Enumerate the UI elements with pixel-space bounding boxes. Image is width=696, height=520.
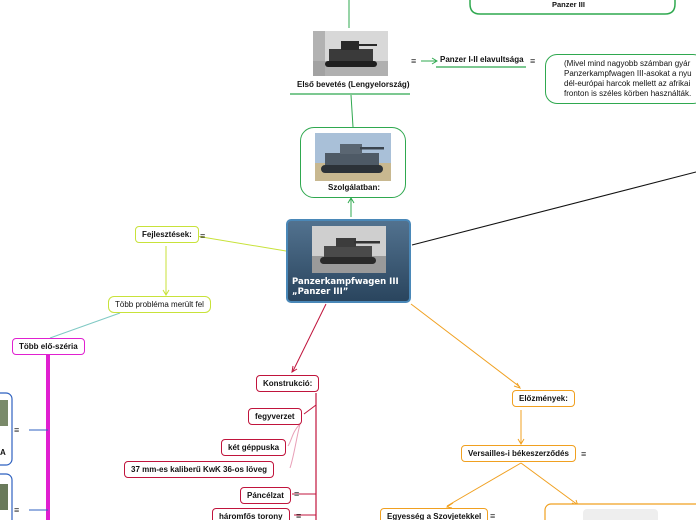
menu-icon[interactable]: ≡ <box>490 511 496 520</box>
construction-node[interactable]: Konstrukció: <box>256 375 320 392</box>
note-line: Panzerkampfwagen III-asokat a nyu <box>564 69 692 78</box>
developments-node[interactable]: Fejlesztések: <box>135 226 199 243</box>
top-node-label[interactable]: Panzer III <box>552 0 585 9</box>
construction-item[interactable]: Páncélzat <box>240 487 291 504</box>
central-title: Panzerkampfwagen III „Panzer III” <box>292 277 408 297</box>
versailles-node[interactable]: Versailles-i békeszerződés <box>461 445 576 462</box>
menu-icon[interactable]: ≡ <box>14 505 20 515</box>
in-service-photo <box>315 133 391 181</box>
note-line: dél-európai harcok mellett az afrikai <box>564 79 691 88</box>
construction-item[interactable]: fegyverzet <box>248 408 302 425</box>
central-topic[interactable]: Panzerkampfwagen III „Panzer III” <box>286 219 411 303</box>
menu-icon[interactable]: ≡ <box>14 425 20 435</box>
construction-item[interactable]: 37 mm-es kaliberű KwK 36-os löveg <box>124 461 275 478</box>
note-line: fronton is széles körben használták. <box>564 89 692 98</box>
in-service-node[interactable]: Szolgálatban: <box>300 127 406 198</box>
side-letter: A <box>0 448 6 457</box>
preseries-node[interactable]: Több elő-széria <box>12 338 85 355</box>
note-line: (Mivel mind nagyobb számban gyár <box>564 59 691 68</box>
soviet-node[interactable]: Egyesség a Szovjetekkel <box>380 508 489 520</box>
construction-item[interactable]: háromfős torony <box>212 508 290 520</box>
service-note: (Mivel mind nagyobb számban gyár Panzerk… <box>545 54 696 104</box>
history-node[interactable]: Előzmények: <box>512 390 575 407</box>
menu-icon[interactable]: ≡ <box>530 56 536 66</box>
problems-node[interactable]: Több probléma merült fel <box>108 296 211 313</box>
construction-item[interactable]: két géppuska <box>221 439 287 456</box>
menu-icon[interactable]: ≡ <box>296 511 302 520</box>
menu-icon[interactable]: ≡ <box>294 489 300 499</box>
in-service-label: Szolgálatban: <box>328 183 381 192</box>
menu-icon[interactable]: ≡ <box>581 449 587 459</box>
first-deployment-label[interactable]: Első bevetés (Lengyelország) <box>297 80 410 89</box>
menu-icon[interactable]: ≡ <box>200 231 206 241</box>
first-deployment-photo <box>313 31 388 76</box>
central-title-line: Panzerkampfwagen III <box>292 277 399 287</box>
obsolescence-label[interactable]: Panzer I-II elavultsága <box>440 55 524 64</box>
menu-icon[interactable]: ≡ <box>411 56 417 66</box>
central-title-line: „Panzer III” <box>292 287 349 297</box>
central-photo <box>312 226 386 273</box>
